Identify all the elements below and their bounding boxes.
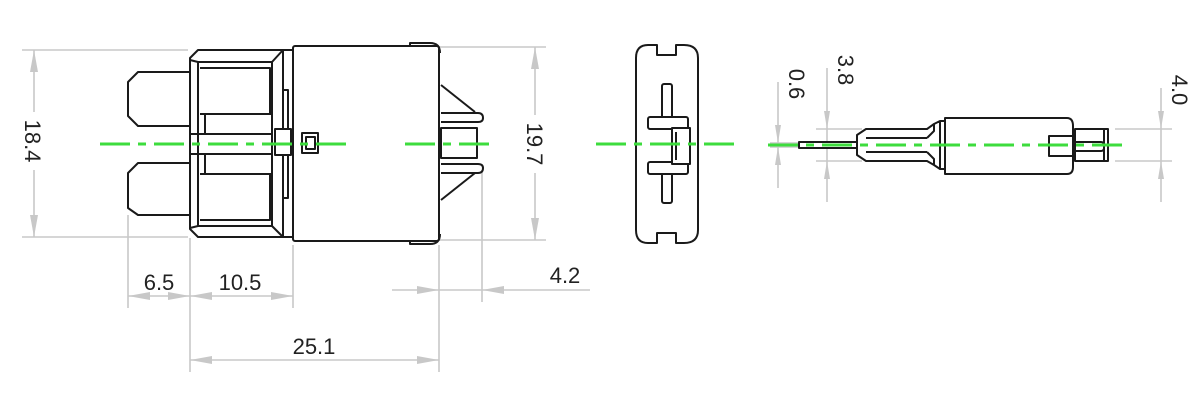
dimension-4-0: 4.0: [1167, 75, 1192, 106]
dimension-3-8: 3.8: [833, 55, 858, 86]
dimension-6-5: 6.5: [144, 270, 175, 295]
dimension-18-4: 18.4: [20, 120, 45, 163]
side-view: [596, 44, 736, 244]
blade-bottom: [127, 162, 190, 216]
dimension-10-5: 10.5: [219, 270, 262, 295]
dimension-19-7: 19.7: [522, 123, 547, 166]
dimension-25-1: 25.1: [293, 334, 336, 359]
front-view: 18.4 19.7 6.5 10.5 4.2 25.1: [20, 42, 590, 372]
dimension-0-6: 0.6: [784, 69, 809, 100]
dimension-4-2: 4.2: [550, 263, 581, 288]
top-view: 0.6 3.8 4.0: [768, 55, 1192, 202]
blade-top: [127, 71, 190, 127]
